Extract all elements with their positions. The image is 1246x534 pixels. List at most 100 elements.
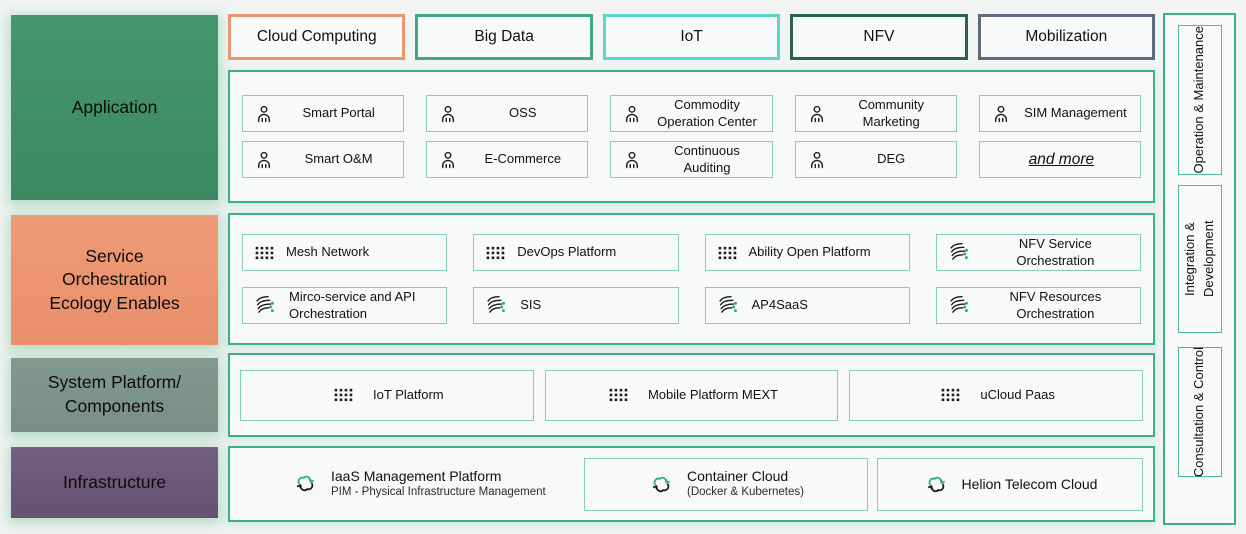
rail-item-operation-maintenance: Operation & Maintenance	[1177, 25, 1222, 175]
category-application: Application	[11, 15, 218, 200]
category-label: Service Orchestration Ecology Enables	[49, 245, 180, 313]
item-label: E-Commerce	[484, 151, 562, 167]
category-label: System Platform/ Components	[47, 372, 182, 416]
item-label: Mobile Platform MEXT	[647, 386, 779, 402]
rail-label: Consultation & Control	[1191, 346, 1207, 478]
sp-item-ucloud-paas: uCloud Paas	[849, 369, 1143, 421]
orchestration-icon	[485, 294, 508, 317]
app-item-oss: OSS	[426, 95, 589, 132]
orchestration-icon	[717, 294, 740, 317]
category-service-orchestration: Service Orchestration Ecology Enables	[11, 215, 218, 345]
app-item-continuous-auditing: Continuous Auditing	[610, 141, 773, 178]
item-label: Mirco-service and API Orchestration	[289, 289, 416, 321]
person-icon	[991, 104, 1011, 124]
item-label: Mesh Network	[286, 244, 370, 260]
grid-icon	[333, 385, 353, 405]
rail-label: Integration & Development	[1181, 220, 1216, 298]
application-section: Smart Portal OSS Commodity Operation Cen…	[228, 70, 1155, 203]
system-platform-section: IoT Platform Mobile Platform MEXT uCloud…	[228, 353, 1155, 437]
item-label: NFV Service Orchestration	[1016, 236, 1095, 268]
item-label: Ability Open Platform	[748, 244, 871, 260]
domain-tabs: Cloud Computing Big Data IoT NFV Mobiliz…	[228, 14, 1156, 60]
item-subtitle: PIM - Physical Infrastructure Management	[331, 485, 546, 498]
rail-label: Operation & Maintenance	[1191, 26, 1207, 174]
tab-big-data: Big Data	[415, 14, 593, 60]
app-item-e-commerce: E-Commerce	[426, 141, 589, 178]
lifecycle-rail: Operation & Maintenance Integration & De…	[1163, 13, 1236, 525]
so-item-ap4saas: AP4SaaS	[704, 287, 910, 324]
category-infrastructure: Infrastructure	[11, 447, 218, 518]
infra-item-container-cloud: Container Cloud (Docker & Kubernetes)	[584, 457, 868, 511]
so-item-nfv-service-orchestration: NFV Service Orchestration	[935, 234, 1141, 271]
item-title: Helion Telecom Cloud	[961, 475, 1098, 492]
infra-item-iaas-management-platform: IaaS Management Platform PIM - Physical …	[240, 468, 575, 500]
item-label: uCloud Paas	[980, 386, 1055, 402]
item-label: DevOps Platform	[517, 244, 617, 260]
item-label: AP4SaaS	[751, 297, 808, 313]
orchestration-icon	[948, 241, 971, 264]
item-title: IaaS Management Platform	[331, 468, 502, 485]
item-label: Community Marketing	[858, 97, 925, 129]
app-item-deg: DEG	[794, 141, 957, 178]
person-icon	[622, 104, 642, 124]
item-text: Container Cloud (Docker & Kubernetes)	[687, 468, 804, 500]
tab-mobilization: Mobilization	[977, 14, 1156, 60]
so-item-nfv-resources-orchestration: NFV Resources Orchestration	[935, 287, 1141, 324]
tab-nfv: NFV	[790, 14, 968, 60]
category-label: Infrastructure	[62, 471, 167, 492]
category-label: Application	[71, 96, 158, 117]
item-label: Smart O&M	[304, 151, 373, 167]
category-system-platform: System Platform/ Components	[11, 358, 218, 432]
app-item-smart-om: Smart O&M	[242, 141, 405, 178]
tab-cloud-computing: Cloud Computing	[228, 14, 406, 60]
grid-icon	[608, 385, 628, 405]
tab-iot: IoT	[602, 14, 781, 60]
item-title: Container Cloud	[687, 468, 789, 485]
orchestration-icon	[948, 294, 971, 317]
cloud-sync-icon	[292, 473, 319, 494]
app-item-smart-portal: Smart Portal	[242, 95, 405, 132]
item-text: IaaS Management Platform PIM - Physical …	[331, 468, 546, 500]
person-icon	[807, 104, 827, 124]
orchestration-icon	[254, 294, 277, 317]
infrastructure-section: IaaS Management Platform PIM - Physical …	[228, 446, 1155, 522]
item-subtitle: (Docker & Kubernetes)	[687, 485, 804, 498]
grid-icon	[940, 385, 960, 405]
item-label: SIS	[520, 297, 542, 313]
so-item-ability-open-platform: Ability Open Platform	[704, 234, 910, 271]
infra-item-helion-telecom-cloud: Helion Telecom Cloud	[877, 457, 1143, 511]
app-item-and-more: and more	[978, 141, 1141, 178]
app-item-community-marketing: Community Marketing	[794, 95, 957, 132]
person-icon	[438, 104, 458, 124]
rail-item-consultation-control: Consultation & Control	[1177, 346, 1222, 478]
cloud-sync-icon	[923, 474, 950, 495]
item-label: DEG	[877, 151, 906, 167]
person-icon	[254, 150, 274, 170]
sp-item-mobile-platform-mext: Mobile Platform MEXT	[544, 369, 839, 421]
so-item-mesh-network: Mesh Network	[242, 234, 448, 271]
rail-item-integration-development: Integration & Development	[1177, 185, 1222, 333]
item-label: NFV Resources Orchestration	[1009, 289, 1102, 321]
item-label: IoT Platform	[373, 386, 444, 402]
item-label: Commodity Operation Center	[657, 97, 757, 129]
so-item-sis: SIS	[473, 287, 679, 324]
so-item-devops-platform: DevOps Platform	[473, 234, 679, 271]
person-icon	[438, 150, 458, 170]
grid-icon	[254, 243, 274, 263]
item-label: OSS	[509, 105, 537, 121]
item-label: Smart Portal	[302, 105, 375, 121]
person-icon	[807, 150, 827, 170]
grid-icon	[485, 243, 505, 263]
item-label: SIM Management	[1024, 105, 1127, 121]
app-item-commodity-operation-center: Commodity Operation Center	[610, 95, 773, 132]
item-label: Continuous Auditing	[674, 143, 740, 175]
service-orchestration-section: Mesh Network DevOps Platform Ability Ope…	[228, 213, 1155, 345]
grid-icon	[717, 243, 737, 263]
cloud-sync-icon	[648, 474, 675, 495]
so-item-microservice-api-orchestration: Mirco-service and API Orchestration	[242, 287, 448, 324]
person-icon	[254, 104, 274, 124]
sp-item-iot-platform: IoT Platform	[240, 369, 534, 421]
item-label: and more	[1028, 150, 1095, 168]
person-icon	[622, 150, 642, 170]
